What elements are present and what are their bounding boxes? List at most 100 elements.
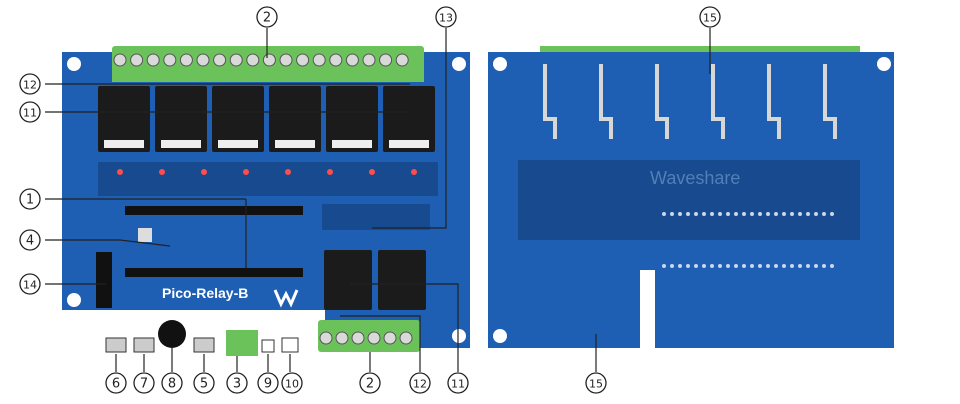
- screw: [312, 53, 326, 67]
- mounting-hole: [493, 57, 507, 71]
- pad: [774, 212, 778, 216]
- pad: [702, 212, 706, 216]
- watermark: Waveshare: [650, 168, 740, 188]
- callout-number: 12: [23, 79, 37, 92]
- terminal-screws: [319, 331, 413, 345]
- rgb-led: [281, 337, 299, 353]
- pad: [710, 264, 714, 268]
- pad: [718, 264, 722, 268]
- callout-c15_bottom: 15: [585, 372, 607, 394]
- board-title: Pico-Relay-B: [162, 285, 248, 301]
- pad: [678, 264, 682, 268]
- screw: [345, 53, 359, 67]
- relay-label-strip: [332, 140, 372, 148]
- relay-label-strip: [275, 140, 315, 148]
- screw: [229, 53, 243, 67]
- callout-number: 5: [200, 377, 208, 392]
- callout-c2_bottom: 2: [359, 372, 381, 394]
- screw: [383, 331, 397, 345]
- solder-trace: [599, 64, 613, 139]
- led: [201, 169, 207, 175]
- callout-number: 11: [23, 107, 37, 120]
- callout-number: 7: [140, 377, 148, 392]
- callout-number: 11: [451, 378, 465, 391]
- pad: [782, 212, 786, 216]
- callout-c3: 3: [226, 372, 248, 394]
- callout-number: 2: [263, 11, 271, 26]
- solder-trace: [655, 64, 669, 139]
- led: [369, 169, 375, 175]
- pad: [678, 212, 682, 216]
- led: [285, 169, 291, 175]
- pad: [782, 264, 786, 268]
- screw: [329, 53, 343, 67]
- screw: [395, 53, 409, 67]
- callout-c15_top: 15: [699, 6, 721, 28]
- relay: [269, 86, 321, 152]
- pad: [790, 212, 794, 216]
- callout-c9: 9: [257, 372, 279, 394]
- callout-number: 3: [233, 377, 241, 392]
- pad: [734, 212, 738, 216]
- led: [411, 169, 417, 175]
- solder-trace: [823, 64, 837, 139]
- mounting-hole: [67, 57, 81, 71]
- mounting-hole: [452, 57, 466, 71]
- pad: [694, 212, 698, 216]
- pad: [766, 212, 770, 216]
- solder-trace: [711, 64, 725, 139]
- brand-text: Waveshare: [270, 312, 301, 318]
- relay-label-strip: [389, 140, 429, 148]
- screw: [246, 53, 260, 67]
- usb-port: [193, 337, 215, 353]
- pad: [662, 264, 666, 268]
- screw: [319, 331, 333, 345]
- mounting-hole: [877, 57, 891, 71]
- chip: [138, 228, 152, 242]
- pad: [670, 212, 674, 216]
- pad: [790, 264, 794, 268]
- callout-number: 15: [589, 378, 603, 391]
- pad: [822, 212, 826, 216]
- pad: [830, 264, 834, 268]
- callout-c13: 13: [435, 6, 457, 28]
- screw: [362, 53, 376, 67]
- pad: [670, 264, 674, 268]
- solder-trace: [543, 64, 557, 139]
- callout-c12_left: 12: [19, 73, 41, 95]
- trace-area: [518, 160, 860, 240]
- relay: [155, 86, 207, 152]
- pad: [686, 212, 690, 216]
- callout-number: 15: [703, 12, 717, 25]
- screw: [296, 53, 310, 67]
- battery-holder: [96, 252, 112, 308]
- pad: [806, 264, 810, 268]
- callout-c8: 8: [161, 372, 183, 394]
- pad: [726, 212, 730, 216]
- callout-number: 2: [366, 377, 374, 392]
- callout-number: 14: [23, 279, 37, 292]
- mounting-hole: [452, 329, 466, 343]
- reset-label: RESET: [133, 330, 153, 336]
- callout-c11_bottom: 11: [447, 372, 469, 394]
- pad: [766, 264, 770, 268]
- callout-c1: 1: [19, 188, 41, 210]
- driver-area: [322, 204, 430, 230]
- pad: [686, 264, 690, 268]
- screw: [146, 53, 160, 67]
- screw: [213, 53, 227, 67]
- leader-lines: [45, 28, 711, 372]
- callout-number: 4: [26, 234, 34, 249]
- screw: [335, 331, 349, 345]
- boot-label: BOOT: [107, 330, 124, 336]
- solder-pads: [543, 64, 837, 268]
- pico-header-top: [125, 206, 303, 215]
- pad: [710, 212, 714, 216]
- mounting-hole: [493, 329, 507, 343]
- relay-label-strip: [218, 140, 258, 148]
- callout-c11_left: 11: [19, 101, 41, 123]
- solder-trace: [767, 64, 781, 139]
- plus-label: +: [229, 318, 234, 328]
